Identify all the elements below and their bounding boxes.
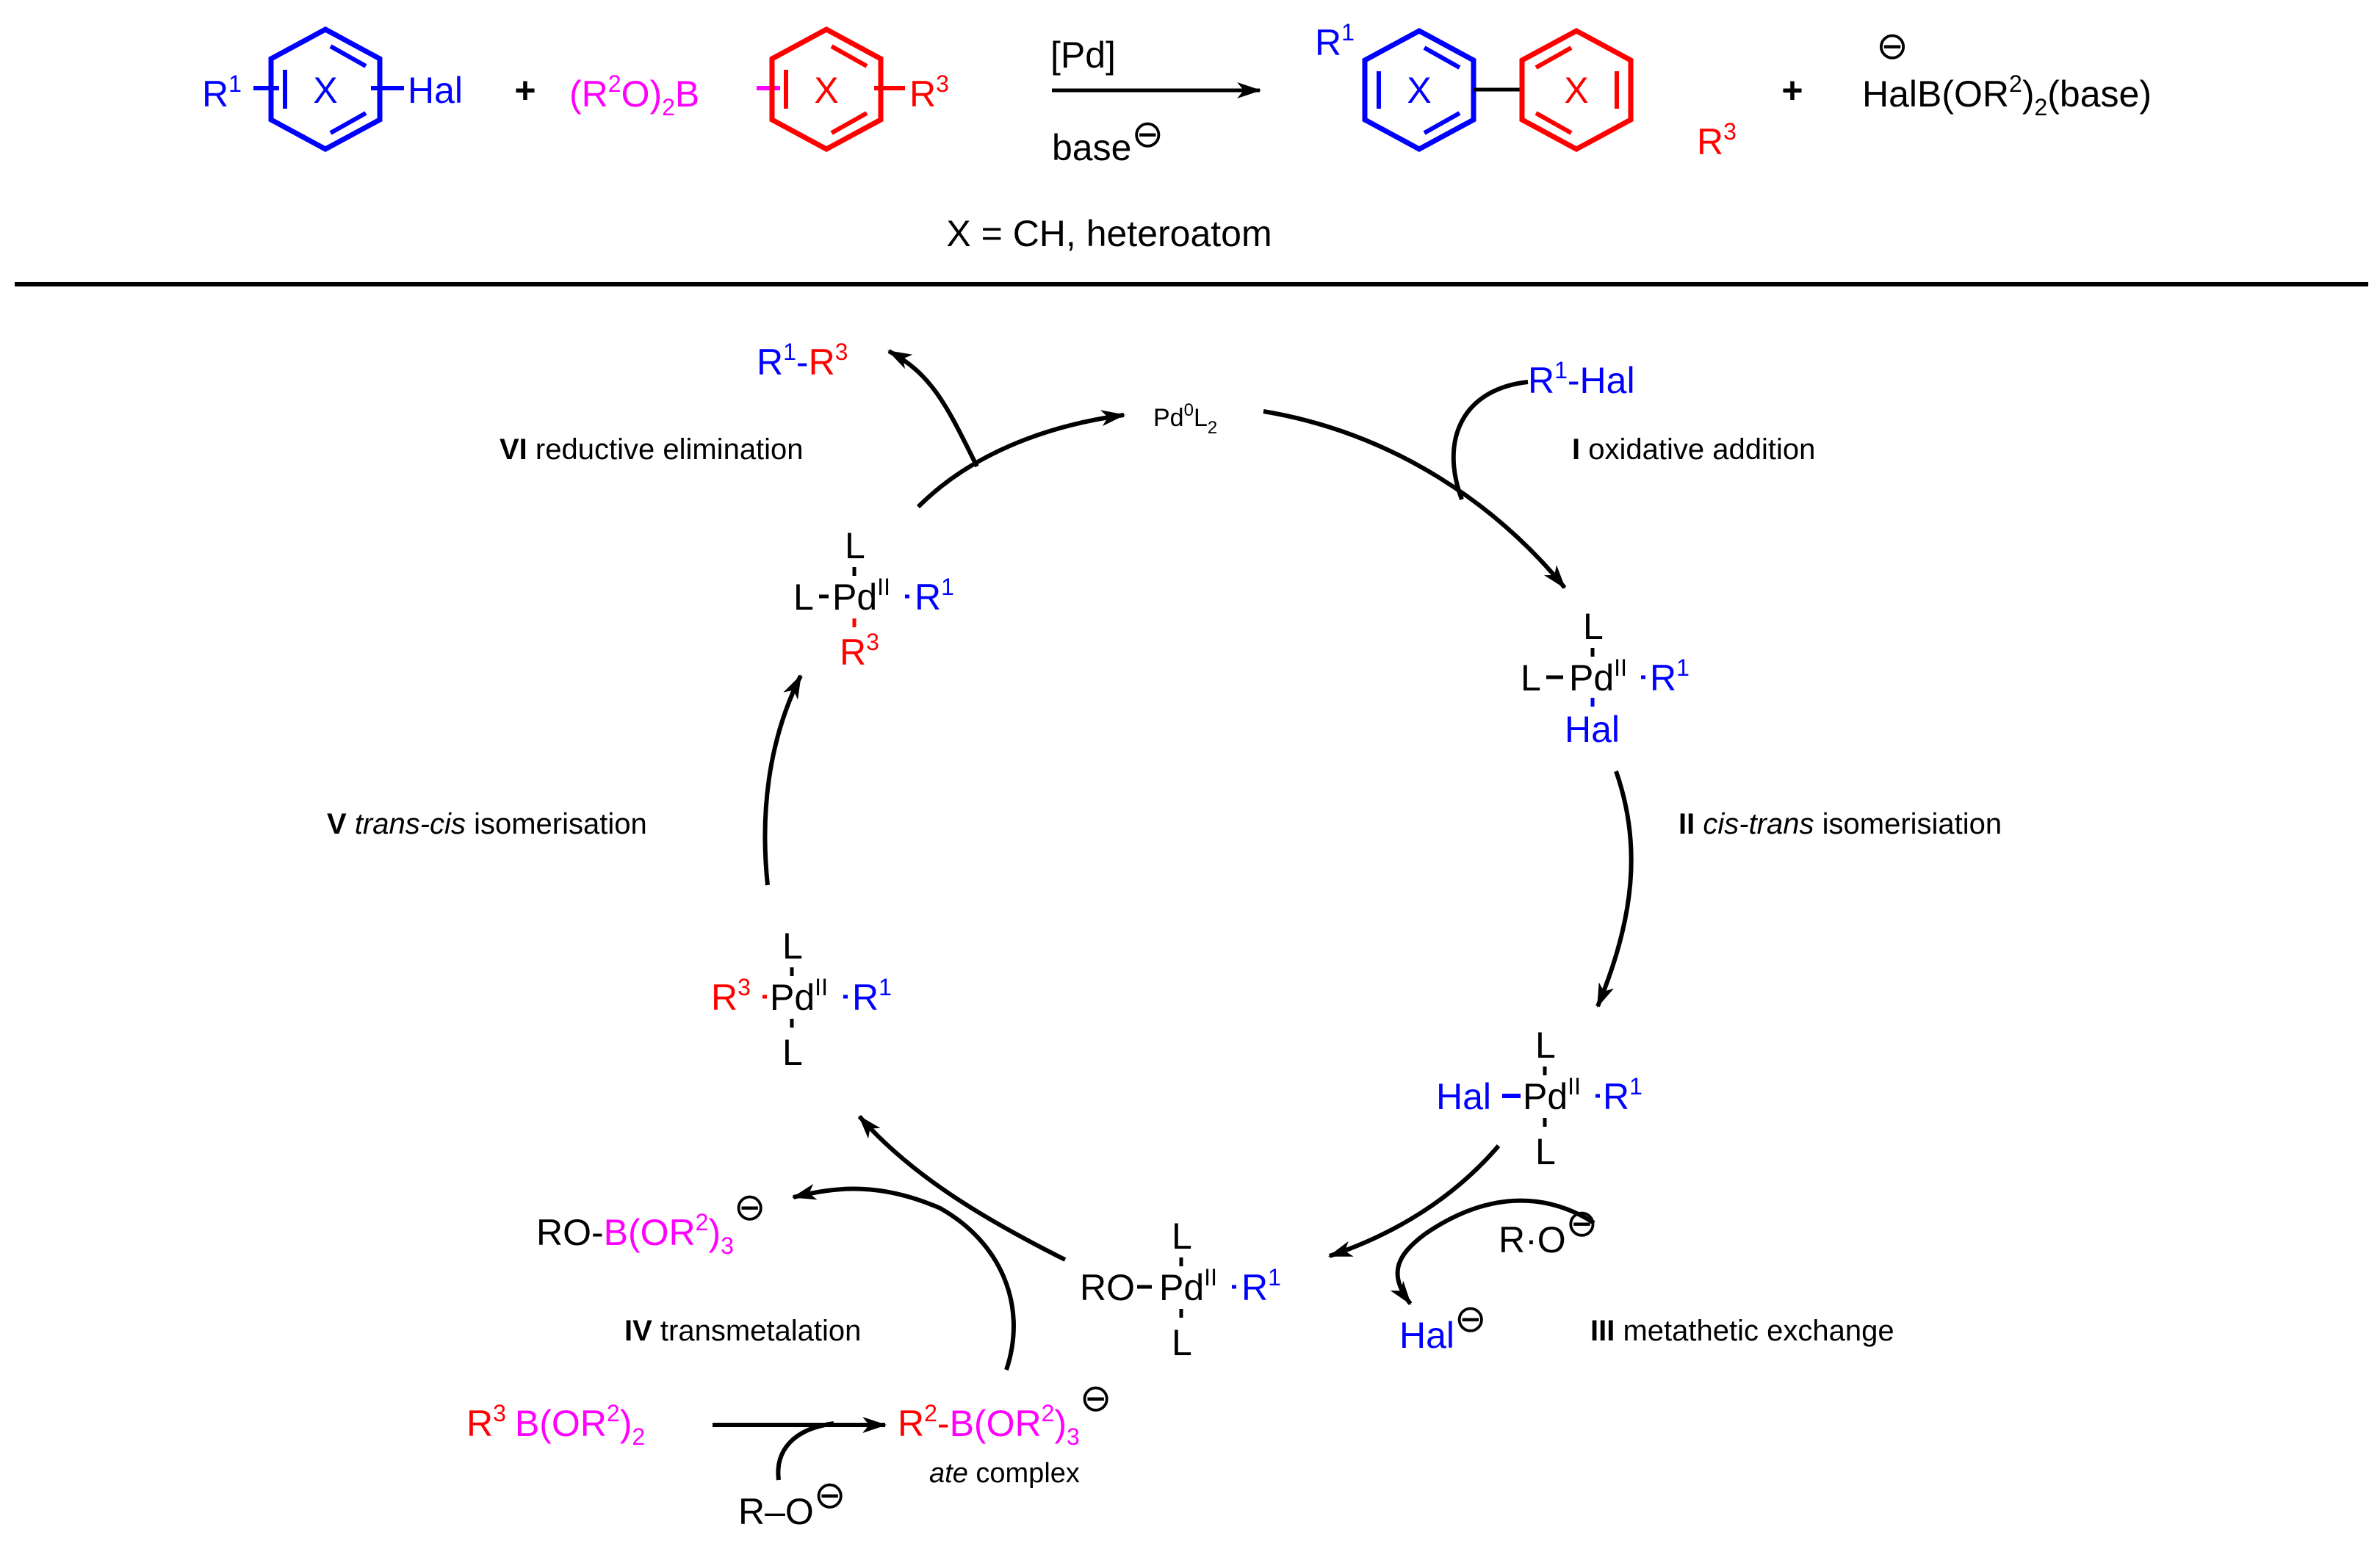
complex-oxidative-addition: L L PdII R1 Hal (1521, 606, 1690, 750)
coupled-product: R1-R3 (757, 339, 848, 383)
complex-d-r1: R1 (852, 974, 892, 1018)
complex-b-hal: Hal (1436, 1076, 1491, 1117)
boronic-ester: (R2O)2B X R3 (569, 26, 949, 152)
boronic-ester-ring (769, 26, 884, 152)
arrow-boronate-release (791, 1183, 1016, 1371)
aryl-halide-ring (268, 26, 383, 152)
complex-diaryl-cis: L L PdII R1 R3 (793, 525, 954, 673)
arrow-isomerisation-v (762, 674, 803, 886)
alkoxide-reagent: R·O⊖ (1499, 1202, 1598, 1260)
complex-c-ro: RO (1080, 1267, 1135, 1308)
aryl-halide-inner-bond (329, 44, 367, 68)
catalyst-label: [Pd] (1050, 35, 1116, 76)
complex-a-hal: Hal (1565, 709, 1620, 750)
complex-b-pd: PdII (1523, 1073, 1581, 1117)
product-red-ring (1519, 28, 1634, 152)
arrow-product-release (887, 349, 979, 468)
step-ii-label: II cis-trans isomerisiation (1678, 808, 2002, 840)
aryl-halide-reagent: R1-Hal (1528, 357, 1635, 401)
boronic-ring-inner-bond (830, 44, 868, 68)
arrow-hal-release (1390, 1232, 1427, 1305)
boronic-ester-label: (R2O)2B (569, 71, 699, 120)
byproduct-charge: ⊖ (1876, 25, 1908, 68)
aryl-ring-x: X (313, 70, 337, 111)
complex-e-r3: R3 (840, 629, 879, 673)
step-v-label: V trans-cis isomerisation (327, 808, 647, 840)
arrow-ro-entry (1424, 1198, 1595, 1236)
biaryl-product: R1 X X R3 (1315, 19, 1737, 162)
boronic-ring-inner-bond (830, 111, 868, 135)
base-label: base⊖ (1052, 113, 1164, 168)
arrow-r1hal-entry (1451, 380, 1529, 501)
byproduct: ⊖ HalB(OR2)2(base) (1862, 25, 2152, 120)
complex-e-l-top: L (845, 525, 865, 566)
aryl-halide-inner-bond (329, 111, 367, 135)
aryl-halide: R1 X Hal (202, 26, 463, 152)
complex-b-r1: R1 (1603, 1073, 1642, 1117)
complex-diaryl-trans: L R3 PdII R1 L (711, 925, 892, 1073)
complex-b-l-bottom: L (1535, 1131, 1556, 1172)
plus-sign: + (514, 70, 536, 111)
step-iii-label: III metathetic exchange (1590, 1315, 1894, 1347)
complex-alkoxo: L RO PdII R1 L (1080, 1216, 1281, 1363)
halide-byproduct: Hal⊖ (1399, 1298, 1487, 1356)
arrow-metathesis (1327, 1144, 1501, 1258)
complex-c-pd: PdII (1159, 1264, 1217, 1308)
complex-a-pd: PdII (1569, 654, 1627, 699)
borate-byproduct: RO-B(OR2)3⊖ (536, 1186, 765, 1259)
step-iv-label: IV transmetalation (624, 1315, 861, 1347)
complex-e-pd: PdII (832, 574, 890, 618)
boronic-r3-label: R3 (909, 71, 949, 115)
reaction-arrow: [Pd] base⊖ (1050, 35, 1262, 168)
complex-d-l-bottom: L (782, 1032, 803, 1073)
complex-e-l-left: L (793, 577, 814, 618)
complex-d-r3: R3 (711, 974, 751, 1018)
plus-sign-2: + (1781, 70, 1803, 111)
complex-a-l-top: L (1583, 606, 1604, 647)
product-blue-ring (1362, 28, 1476, 152)
pd0-catalyst: Pd0L2 (1153, 400, 1217, 438)
product-red-inner-bond (1535, 111, 1573, 135)
x-definition: X = CH, heteroatom (946, 213, 1272, 254)
arrow-isomerisation-ii (1595, 770, 1634, 1008)
ate-complex-label: ate complex (929, 1458, 1080, 1489)
product-red-ring-x: X (1564, 70, 1588, 111)
product-r3-label: R3 (1697, 118, 1737, 162)
catalytic-cycle: Pd0L2 R1-R3 R1-Hal VI reductive eliminat… (327, 339, 2002, 1532)
arrow-ro-base-entry (776, 1421, 834, 1481)
aryl-r1-label: R1 (202, 71, 242, 115)
complex-e-r1: R1 (915, 574, 954, 618)
arrow-re-to-pd0 (916, 410, 1126, 509)
arrow-transmetalation (857, 1115, 1067, 1262)
complex-d-pd: PdII (770, 974, 828, 1018)
ate-complex-formula: R2-B(OR2)3⊖ (898, 1377, 1111, 1450)
complex-a-l-left: L (1521, 657, 1541, 699)
byproduct-label: HalB(OR2)2(base) (1862, 71, 2152, 120)
complex-d-l-top: L (782, 925, 803, 967)
ate-complex: R2-B(OR2)3⊖ ate complex (898, 1377, 1111, 1489)
complex-c-l-top: L (1172, 1216, 1192, 1257)
alkoxide-base: R–O⊖ (738, 1474, 845, 1532)
boronic-ring-x: X (814, 70, 838, 111)
product-r1-label: R1 (1315, 19, 1355, 63)
product-blue-inner-bond (1423, 111, 1461, 135)
step-i-label: I oxidative addition (1572, 433, 1815, 466)
complex-b-l-top: L (1535, 1025, 1556, 1066)
reaction-equation: R1 X Hal + (R2O)2B X R3 [Pd] b (202, 19, 2152, 254)
arrow-pd0-to-oxadd (1263, 409, 1567, 589)
aryl-hal-label: Hal (408, 70, 463, 111)
product-blue-ring-x: X (1407, 70, 1431, 111)
step-vi-label: VI reductive elimination (500, 433, 804, 466)
product-blue-inner-bond (1423, 46, 1461, 70)
complex-a-r1: R1 (1650, 654, 1690, 699)
complex-trans-isomer: L Hal PdII R1 L (1436, 1025, 1642, 1172)
complex-c-r1: R1 (1241, 1264, 1281, 1308)
product-red-inner-bond (1535, 46, 1573, 70)
complex-c-l-bottom: L (1172, 1322, 1192, 1363)
